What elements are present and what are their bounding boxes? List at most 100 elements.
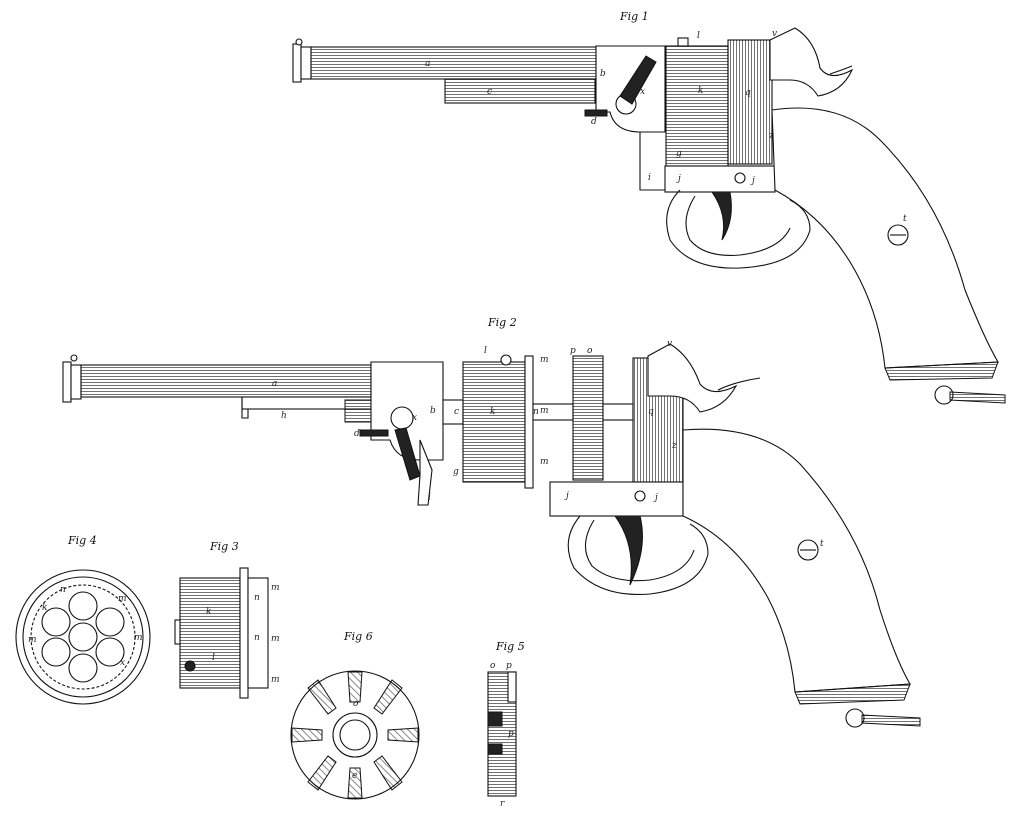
fig2-muzzle-ring: [62, 361, 72, 403]
fig2-hammer-spur: [717, 377, 761, 391]
fig1-label-q: q: [745, 88, 751, 98]
fig2-label-n: n: [533, 407, 539, 417]
fig2-trigger-guard: [567, 515, 709, 596]
fig3-label-m2: m: [271, 634, 280, 644]
fig1-cylinder-stud: [677, 37, 689, 47]
figure-5-ratchet-disc-edge: Fig 5 o p p r: [487, 640, 525, 809]
fig3-label-m1: m: [271, 583, 280, 593]
fig4-label-k: k: [42, 603, 47, 613]
fig3-front-nub: [174, 619, 181, 645]
fig1-label-i: i: [648, 173, 651, 183]
fig4-chamber-3: [95, 637, 125, 667]
fig1-trigger-guard: [666, 189, 811, 269]
fig4-label-n: n: [60, 585, 66, 595]
figure-3-cylinder-side-view: Fig 3 k m m m n n l: [174, 540, 280, 699]
fig2-label-m1: m: [540, 355, 549, 365]
fig2-frame-screw: [634, 490, 646, 502]
fig1-front-sight: [295, 38, 303, 46]
fig1-loading-lever: [619, 55, 657, 105]
fig2-label-z: z: [671, 441, 677, 451]
fig2-label-m2: m: [540, 406, 549, 416]
fig1-rod-catch: [584, 109, 608, 117]
fig2-hammer: [647, 343, 738, 413]
fig2-trigger-guard-inner: [584, 519, 695, 582]
fig4-dotted-ring: [30, 584, 136, 690]
fig2-rod-hook: [241, 397, 249, 419]
fig5-label-r: r: [500, 799, 505, 809]
fig4-chamber-2: [95, 607, 125, 637]
fig1-butt-cap: [884, 361, 999, 381]
fig2-ratchet-disc: [572, 355, 604, 481]
fig3-cylinder-body: [179, 577, 241, 689]
fig1-label-l: l: [697, 31, 700, 41]
fig2-frame-lower-plate: [549, 481, 684, 517]
fig4-label-x: x: [120, 658, 125, 668]
fig5-label-p2: p: [508, 729, 514, 739]
fig1-label-t: t: [903, 214, 907, 224]
fig5-tooth-1: [507, 671, 517, 703]
fig2-barrel-lug: [344, 399, 372, 423]
fig1-muzzle-collar: [300, 46, 312, 80]
fig4-inner-rim: [22, 576, 144, 698]
fig2-label-m3: m: [540, 457, 549, 467]
figure-5-title: Fig 5: [495, 640, 525, 653]
fig3-label-l: l: [212, 653, 215, 663]
fig2-label-c: c: [454, 407, 459, 417]
fig1-trigger-guard-inner: [685, 195, 791, 256]
fig2-label-k: k: [490, 407, 495, 417]
fig2-label-j2: j: [653, 493, 658, 503]
fig1-frame-screw: [734, 172, 746, 184]
figure-2-title: Fig 2: [487, 316, 517, 329]
figure-2-revolver-exploded: Fig 2: [62, 316, 921, 728]
fig2-label-v: v: [667, 339, 672, 349]
fig1-label-v: v: [772, 29, 777, 39]
fig2-label-i: i: [428, 493, 431, 503]
figure-1-title: Fig 1: [619, 10, 649, 23]
fig1-label-g: g: [676, 149, 682, 159]
fig2-rod-catch: [359, 429, 389, 437]
fig2-label-q: q: [648, 407, 654, 417]
fig3-stud-hole: [184, 660, 196, 672]
fig2-cylinder: [462, 361, 526, 483]
fig1-label-a: a: [425, 59, 430, 69]
fig2-label-d: d: [354, 429, 360, 439]
fig1-hammer: [769, 27, 854, 97]
fig6-label-o: o: [353, 699, 359, 709]
fig2-label-o: o: [587, 346, 593, 356]
fig2-label-p: p: [570, 346, 576, 356]
fig6-label-e: e: [352, 771, 357, 781]
fig1-label-z: z: [768, 131, 774, 141]
figure-6-ratchet-disc-face: Fig 6 o e: [290, 630, 420, 800]
fig2-butt-cap: [794, 683, 911, 705]
fig4-center-bore: [68, 622, 98, 652]
fig2-lever-arm: [417, 439, 433, 506]
fig4-chamber-4: [68, 653, 98, 683]
fig1-label-j2: j: [750, 176, 755, 186]
fig2-cylinder-stud: [500, 354, 512, 366]
fig2-lanyard-ring: [845, 708, 865, 728]
fig1-hammer-spur: [829, 65, 853, 75]
fig4-label-m2: m: [134, 633, 143, 643]
figure-4-title: Fig 4: [67, 534, 97, 547]
fig1-label-d: d: [591, 117, 597, 127]
fig2-lanyard-bar: [861, 714, 921, 727]
fig1-label-c: c: [487, 87, 492, 97]
fig3-label-m3: m: [271, 675, 280, 685]
fig4-chamber-5: [41, 637, 71, 667]
fig5-notch-1: [487, 711, 503, 727]
fig2-muzzle-collar: [70, 364, 82, 400]
fig3-cylinder-flange: [239, 567, 249, 699]
fig2-grip: [682, 428, 911, 693]
fig2-label-g: g: [453, 467, 459, 477]
fig6-hub-inner: [339, 719, 371, 751]
fig4-label-m1: m: [118, 594, 127, 604]
fig5-label-p1: p: [506, 661, 512, 671]
fig1-frame-lower-plate: [664, 165, 776, 193]
fig2-barrel: [80, 364, 372, 398]
figure-3-title: Fig 3: [209, 540, 239, 553]
fig3-label-n1: n: [254, 593, 260, 603]
fig2-arbor-front: [442, 399, 464, 425]
fig1-label-x: x: [640, 87, 645, 97]
fig1-trigger: [711, 191, 732, 241]
